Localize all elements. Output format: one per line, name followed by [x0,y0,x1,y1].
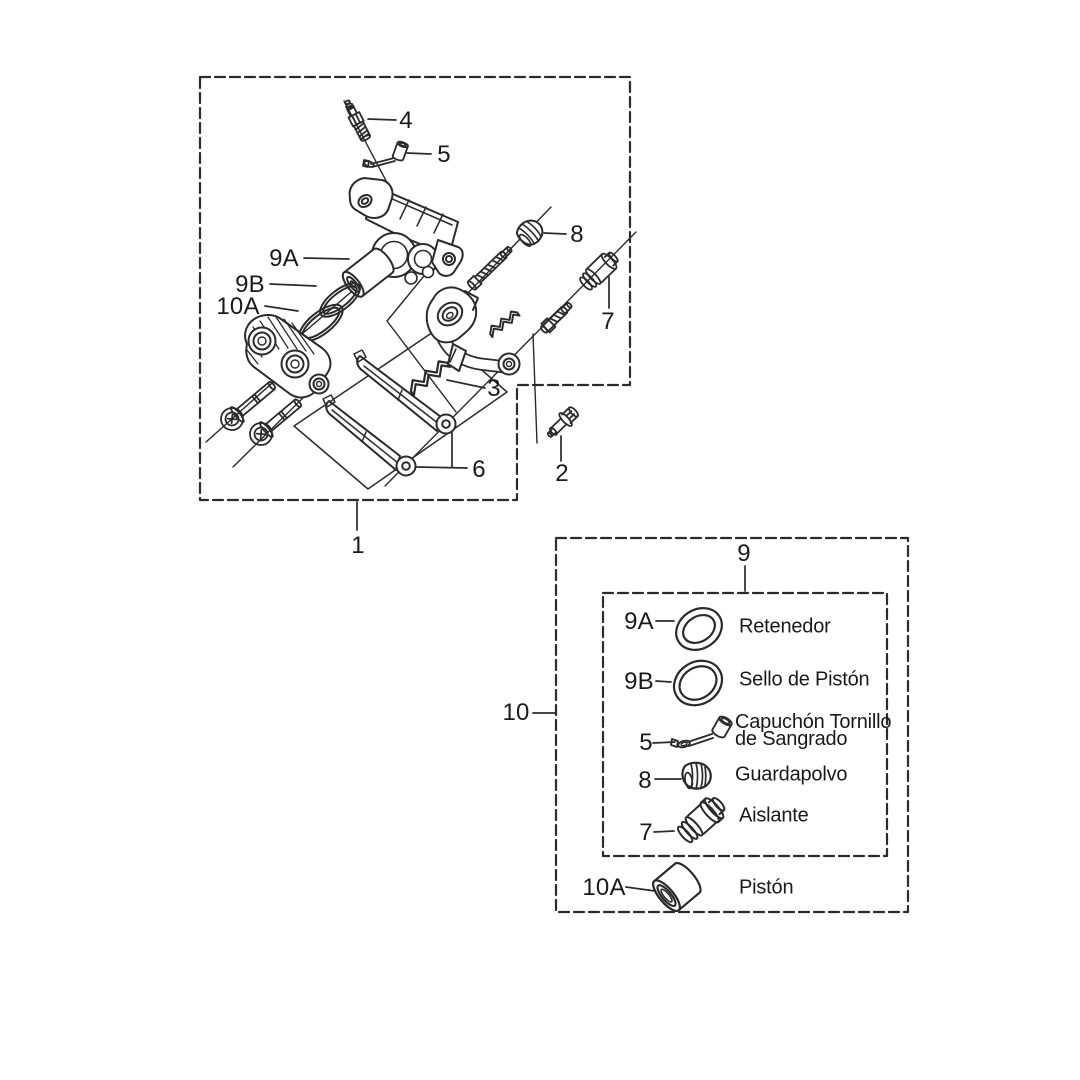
mount-bolt-lower-drawing [249,398,302,446]
callout-9b: 9B [235,271,265,298]
legend-ref-7: 7 [639,819,653,846]
legend-ref-10a: 10A [582,874,626,901]
legend-dust-boot [681,761,712,790]
legend-retainer-ring [675,607,723,651]
callout-4: 4 [399,107,413,134]
brake-pads-drawing [322,349,457,477]
legend-name-aislante: Aislante [739,804,809,827]
kit-box [554,536,910,914]
callout-6: 6 [472,456,486,483]
caliper-body-drawing [348,177,464,285]
legend-name-capuchon: Capuchón Tornillo de Sangrado [735,711,892,750]
seal-9b-drawing [319,282,361,318]
legend-name-sello-de-piston: Sello de Pistón [739,668,870,691]
legend-name-guardapolvo: Guardapolvo [735,763,848,786]
legend-ref-8: 8 [638,767,652,794]
kit-inner-box [601,591,889,858]
mount-bolt-upper-drawing [220,380,277,431]
callout-9: 9 [737,540,751,567]
legend-bleed-cap [670,715,733,749]
legend-name-retenedor: Retenedor [739,615,831,638]
bleed-cap-drawing [362,140,409,168]
legend-ref-9a: 9A [624,608,654,635]
callout-2: 2 [555,460,569,487]
slide-pin-lower-drawing [540,301,573,334]
callout-7: 7 [601,308,615,335]
slide-pin-upper-drawing [466,246,513,291]
legend-ref-9b: 9B [624,668,654,695]
leader-lines [264,118,746,892]
callout-3: 3 [487,375,501,402]
dust-boot-drawing [515,219,544,247]
legend-insulator [676,796,726,844]
legend-piston-seal-ring [672,659,724,707]
pad-clip-small-drawing [489,310,521,339]
bleed-valve-drawing [344,99,372,142]
flange-bolt-drawing [546,406,579,438]
carrier-bracket-drawing [425,286,521,376]
insulator-drawing [579,251,619,291]
assembly-box [198,75,632,502]
legend-ref-5: 5 [639,729,653,756]
legend-name-piston: Pistón [739,876,794,899]
callout-5: 5 [437,141,451,168]
callout-10a: 10A [216,293,260,320]
callout-1: 1 [351,532,365,559]
callout-9a: 9A [269,245,299,272]
callout-10: 10 [502,699,530,726]
pad-clip-drawing [409,360,452,397]
callout-8: 8 [570,221,584,248]
caliper-half-drawing [244,313,332,399]
legend-piston [652,861,702,912]
piston-drawing [341,247,395,298]
